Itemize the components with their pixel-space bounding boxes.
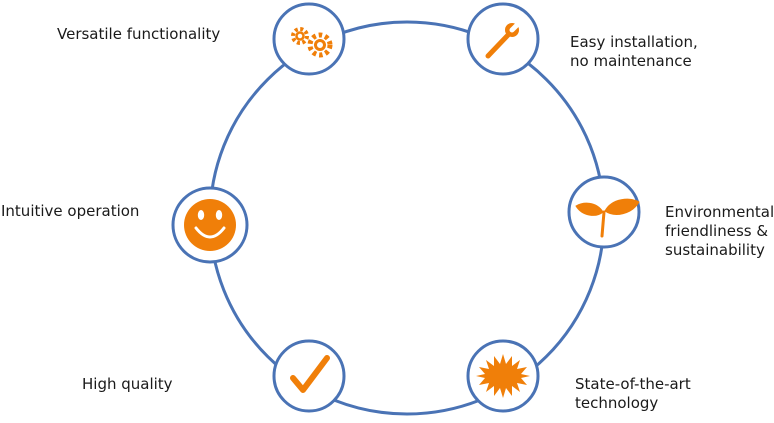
cycle-ring <box>208 20 606 416</box>
node-circle <box>272 339 346 413</box>
gears-icon <box>291 27 333 58</box>
label-high-quality: High quality <box>82 375 173 393</box>
node-environmental-friendliness <box>567 175 641 249</box>
node-circle <box>272 2 346 76</box>
label-state-of-the-art: State-of-the-art technology <box>575 375 691 412</box>
label-easy-installation: Easy installation, no maintenance <box>570 33 698 70</box>
label-environmental-friendliness: Environmental friendliness & sustainabil… <box>665 203 774 259</box>
node-versatile-functionality <box>272 2 346 76</box>
smiley-icon <box>184 199 236 251</box>
node-state-of-the-art <box>466 339 540 413</box>
node-intuitive-operation <box>171 186 249 264</box>
leaf-sprout-icon <box>575 198 640 238</box>
sunburst-icon <box>476 354 530 398</box>
checkmark-icon <box>290 355 330 393</box>
label-versatile-functionality: Versatile functionality <box>57 25 221 43</box>
node-easy-installation <box>466 2 540 76</box>
wrench-icon <box>485 19 523 59</box>
node-high-quality <box>272 339 346 413</box>
label-intuitive-operation: Intuitive operation <box>1 202 140 220</box>
